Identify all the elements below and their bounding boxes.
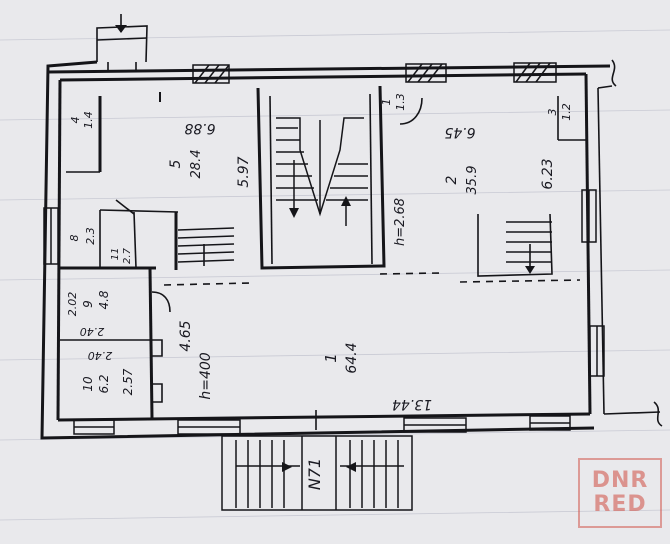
top-entrance (96, 14, 148, 72)
room1-top-area: 1.3 (394, 93, 407, 111)
room8-number: 8 (68, 235, 81, 242)
entrance-arrow-left (346, 462, 356, 472)
paper-lines (0, 29, 670, 521)
room1-number: 1 (322, 353, 340, 363)
stair-height-label: h=2.68 (393, 198, 408, 246)
interior-walls (60, 85, 586, 419)
room5-area: 28.4 (189, 150, 204, 179)
room9-a-label: 2.02 (66, 292, 79, 317)
room3-area: 1.2 (560, 103, 573, 121)
room1-area: 64.4 (344, 342, 360, 373)
room9-number: 9 (81, 300, 95, 308)
room9-b-label: 2.40 (80, 325, 105, 338)
room11-area: 2.7 (122, 247, 133, 264)
room8-area: 2.3 (84, 227, 97, 245)
room5-width-label: 6.88 (184, 120, 215, 136)
room3-number: 3 (546, 109, 559, 116)
room9-area: 4.8 (97, 290, 111, 309)
room1-top-number: 1 (380, 99, 393, 106)
stair-arrow-down (289, 208, 299, 218)
room2-number: 2 (444, 175, 460, 184)
room10-area: 6.2 (97, 374, 111, 393)
room10-number: 10 (81, 376, 95, 392)
room10-b-label: 2.57 (121, 368, 135, 395)
doors (151, 97, 423, 430)
stair-arrow-up (341, 196, 351, 206)
dnr-red-watermark: DNR RED (578, 458, 662, 528)
labels: 6.88 5 28.4 5.97 4 1.4 1 1.3 3 1.2 6.45 … (66, 93, 573, 490)
room2-length-label: 6.23 (540, 158, 556, 189)
room2-width-label: 6.45 (444, 124, 475, 140)
room4-area: 1.4 (82, 111, 95, 129)
entrance-number-label: N71 (305, 458, 324, 490)
entrance-arrow-right (282, 462, 292, 472)
room10-a-label: 2.40 (88, 349, 113, 362)
room5-number: 5 (168, 159, 184, 168)
room4-number: 4 (69, 117, 82, 124)
room5-length-label: 5.97 (236, 156, 252, 187)
central-stair (276, 117, 368, 226)
windows-bottom (73, 415, 571, 435)
windows-side (43, 189, 605, 377)
hall-height-label: h=400 (198, 352, 214, 399)
room11-number: 11 (110, 248, 121, 261)
room2-area: 35.9 (465, 166, 480, 195)
windows-top (192, 62, 557, 84)
watermark-line2: RED (593, 492, 647, 517)
watermark-line1: DNR (591, 468, 649, 493)
room1-width-label: 4.65 (178, 320, 194, 351)
room1-length-label: 13.44 (392, 396, 432, 412)
